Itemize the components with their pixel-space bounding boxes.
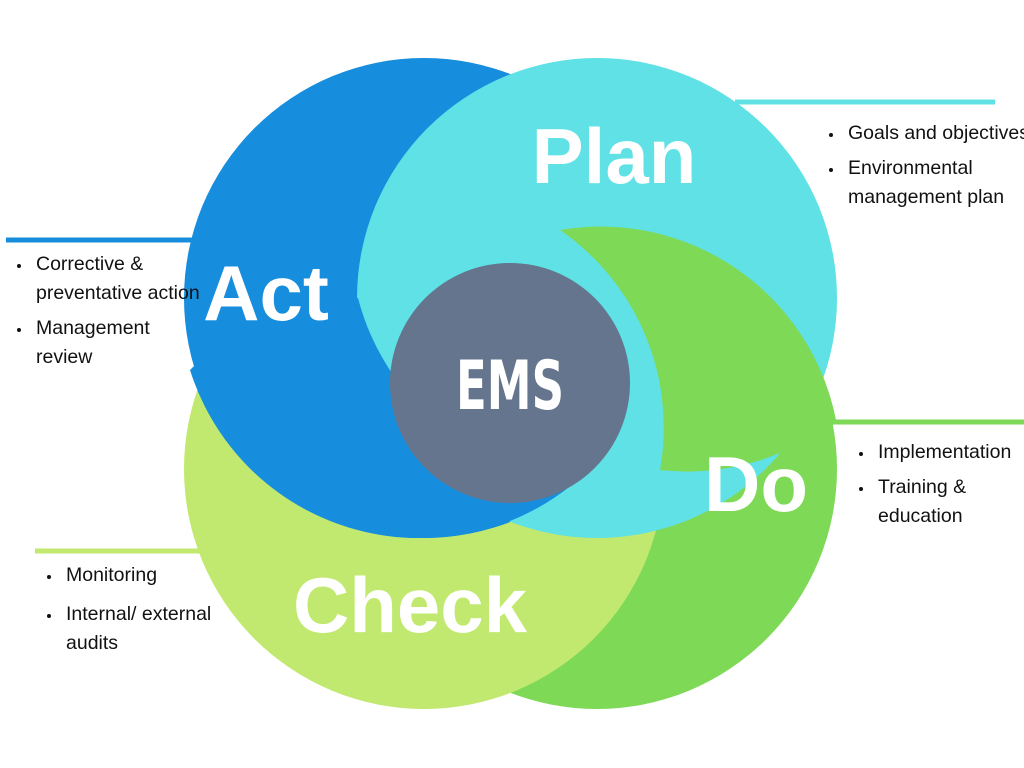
do-bullet-implementation: Implementation (874, 438, 1024, 467)
act-bullet-corrective: Corrective & preventative action (32, 250, 202, 308)
act-bullet-review: Management review (32, 314, 202, 372)
check-label: Check (293, 561, 528, 649)
plan-bullet-emp: Environmental management plan (844, 154, 1024, 212)
check-bullet-monitoring: Monitoring (62, 561, 242, 590)
check-bullet-audits: Internal/ external audits (62, 600, 242, 658)
do-bullet-list: Implementation Training & education (856, 438, 1024, 537)
plan-bullet-list: Goals and objectives Environmental manag… (826, 119, 1024, 218)
plan-bullet-goals: Goals and objectives (844, 119, 1024, 148)
do-label: Do (704, 440, 808, 528)
do-overlap-region (560, 226, 836, 472)
ems-center-label: EMS (456, 347, 564, 426)
act-bullet-list: Corrective & preventative action Managem… (14, 250, 202, 378)
do-bullet-training: Training & education (874, 473, 1024, 531)
ems-center-circle (390, 263, 630, 503)
act-label: Act (203, 249, 329, 337)
plan-label: Plan (532, 112, 697, 200)
check-bullet-list: Monitoring Internal/ external audits (44, 561, 242, 668)
